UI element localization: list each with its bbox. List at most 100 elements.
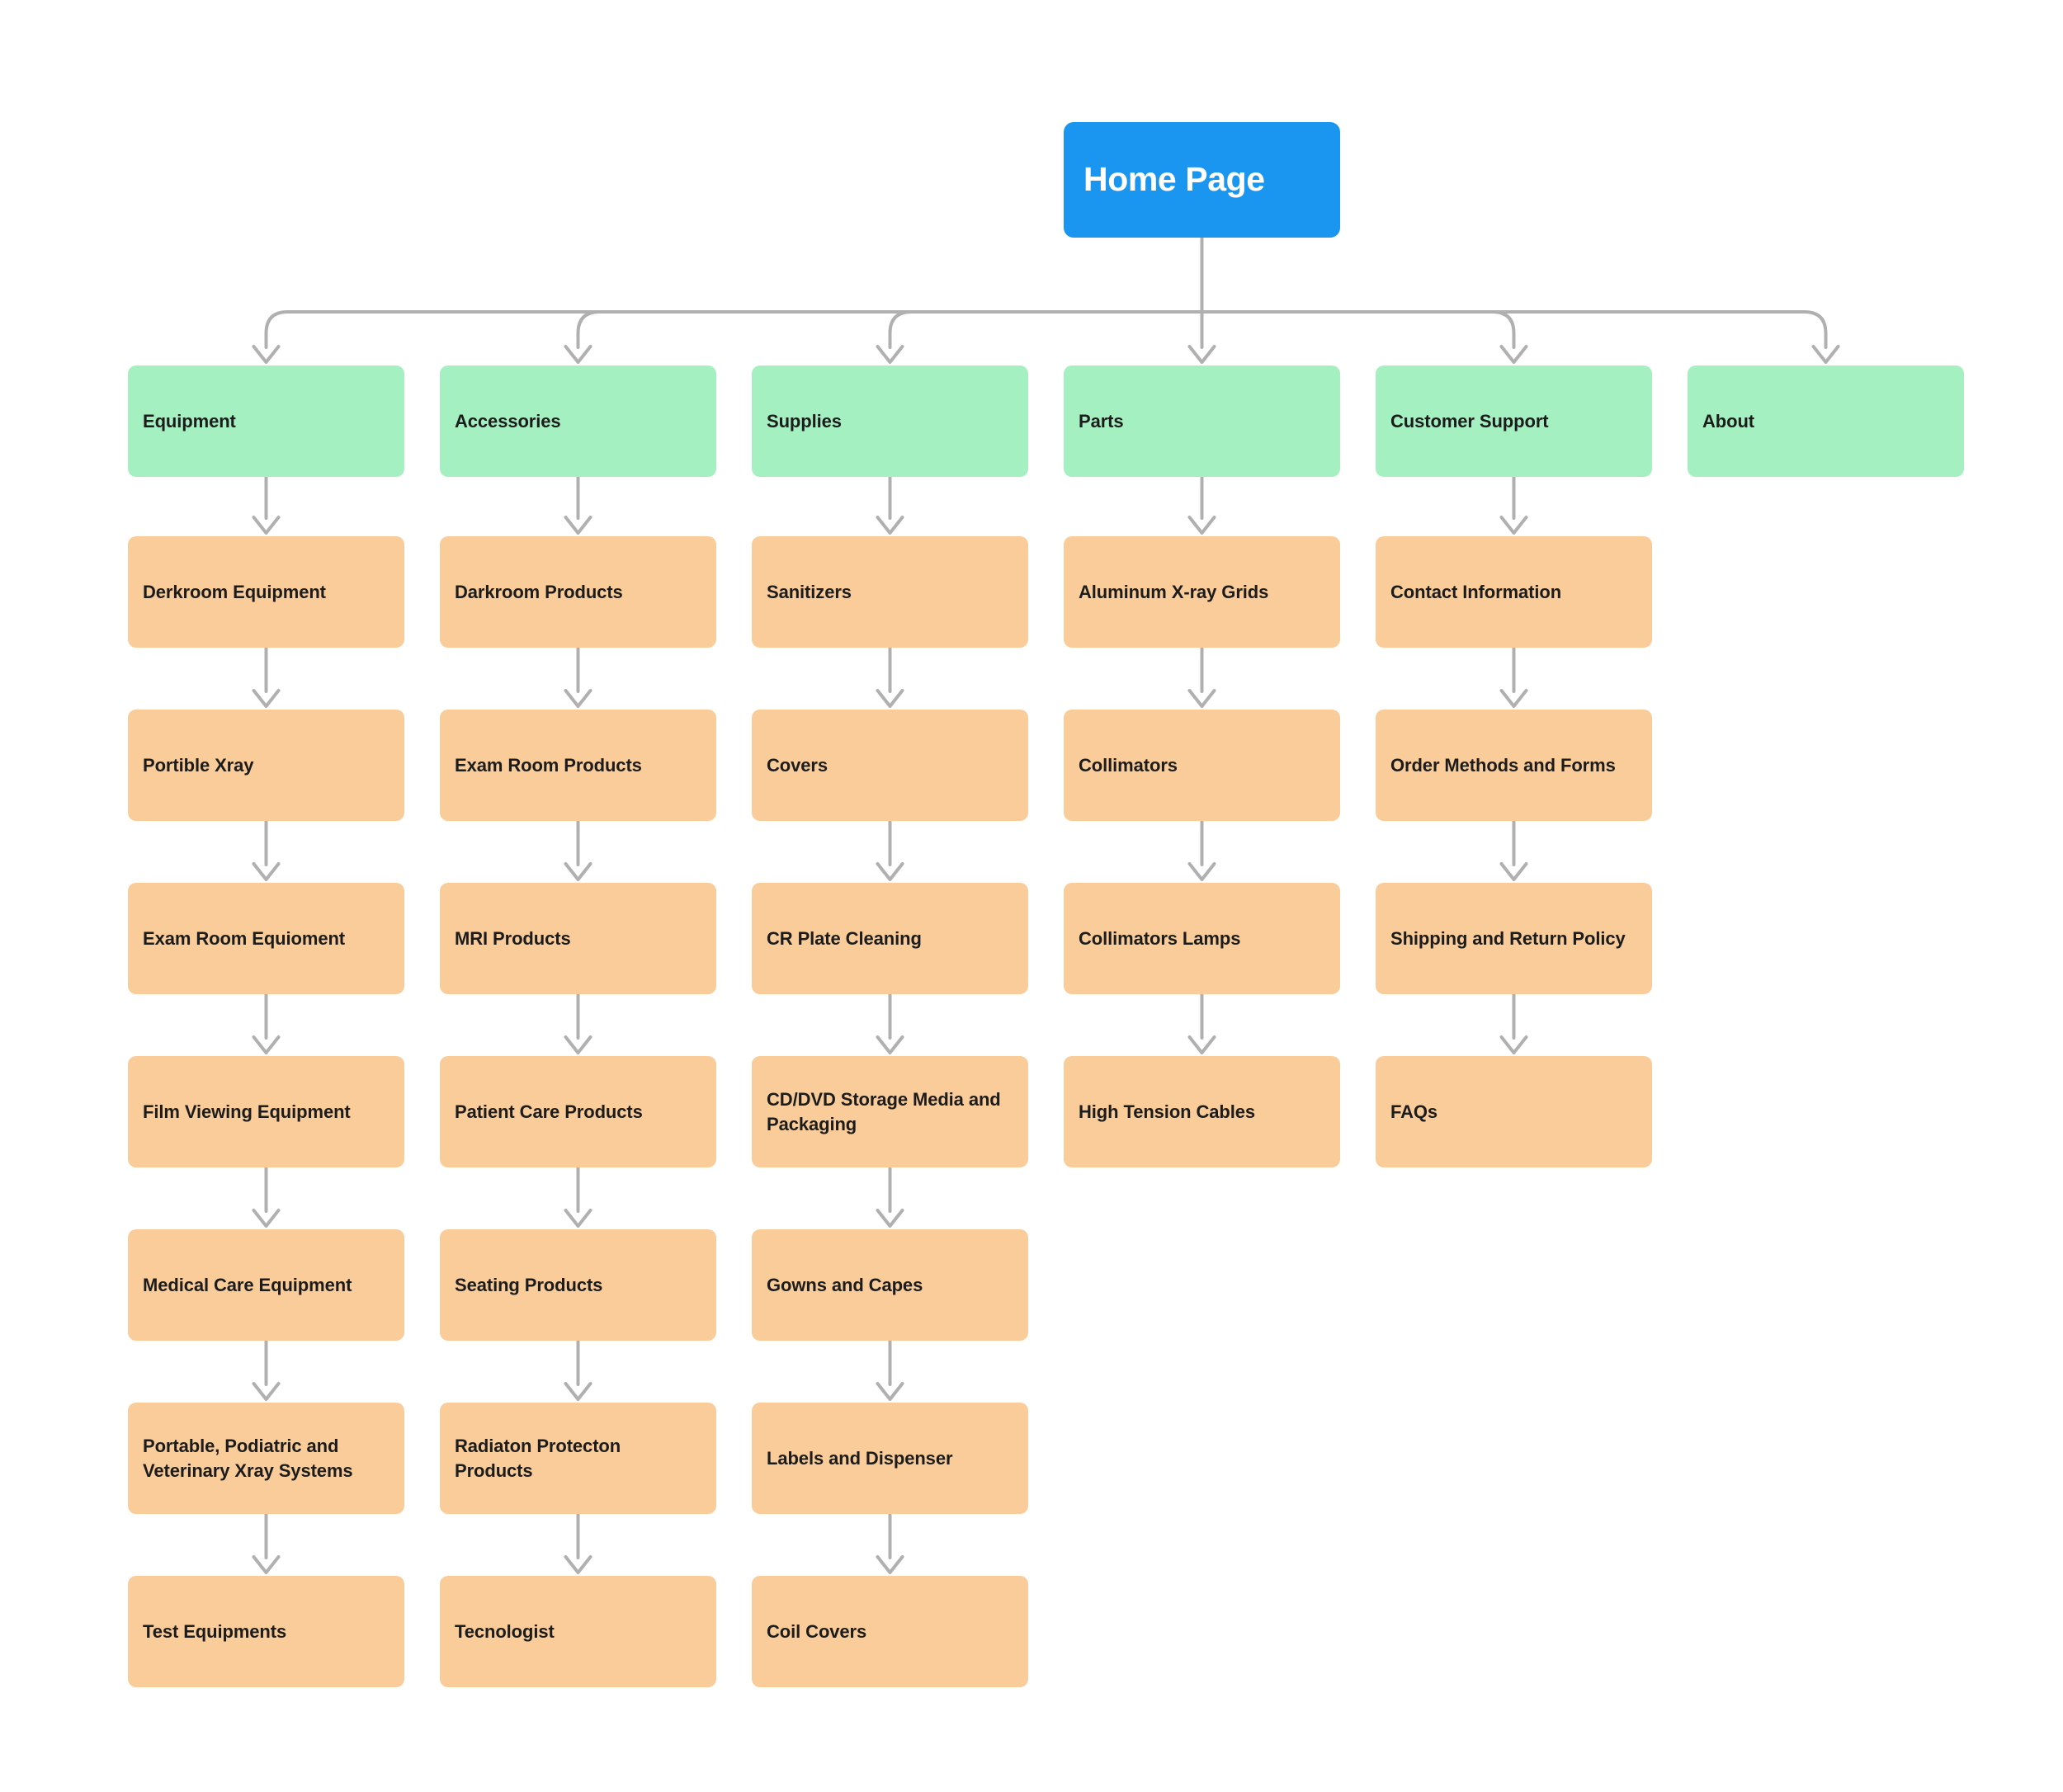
page-node-exam-room-equioment-label: Exam Room Equioment [143, 927, 346, 949]
page-node-covers-label: Covers [767, 754, 828, 776]
arrow-head [876, 862, 904, 881]
arrow-head [252, 1555, 281, 1574]
section-node-equipment[interactable]: Equipment [128, 365, 404, 477]
page-node-darkroom-products-label: Darkroom Products [455, 581, 623, 602]
page-node-labels-and-dispenser[interactable]: Labels and Dispenser [752, 1403, 1028, 1514]
arrow-head [252, 1382, 281, 1401]
arrow-head [1499, 862, 1528, 881]
arrow-head [876, 689, 904, 708]
page-node-order-methods-and-forms[interactable]: Order Methods and Forms [1376, 710, 1652, 821]
page-node-portable-podiatric-and-veterinary-xray-systems-label: Portable, Podiatric and Veterinary Xray … [143, 1436, 353, 1481]
page-node-exam-room-equioment[interactable]: Exam Room Equioment [128, 883, 404, 994]
page-node-radiaton-protecton-products[interactable]: Radiaton Protecton Products [440, 1403, 716, 1514]
arrow-head [252, 1035, 281, 1054]
arrow-head [252, 1209, 281, 1228]
section-node-supplies-label: Supplies [767, 410, 842, 431]
page-node-film-viewing-equipment[interactable]: Film Viewing Equipment [128, 1056, 404, 1167]
page-node-high-tension-cables[interactable]: High Tension Cables [1064, 1056, 1340, 1167]
page-node-exam-room-products-label: Exam Room Products [455, 754, 642, 776]
arrow-head [1187, 345, 1216, 364]
home-page-node-label: Home Page [1083, 160, 1265, 199]
section-node-customer-support[interactable]: Customer Support [1376, 365, 1652, 477]
page-node-aluminum-x-ray-grids[interactable]: Aluminum X-ray Grids [1064, 536, 1340, 648]
section-node-supplies[interactable]: Supplies [752, 365, 1028, 477]
page-node-collimators-lamps[interactable]: Collimators Lamps [1064, 883, 1340, 994]
arrow-head [876, 1382, 904, 1401]
page-node-darkroom-products[interactable]: Darkroom Products [440, 536, 716, 648]
arrow-head [1187, 1035, 1216, 1054]
home-page-node[interactable]: Home Page [1064, 122, 1340, 238]
page-node-mri-products[interactable]: MRI Products [440, 883, 716, 994]
page-node-shipping-and-return-policy-label: Shipping and Return Policy [1390, 927, 1626, 949]
section-node-accessories-label: Accessories [455, 410, 561, 431]
arrow-head [252, 862, 281, 881]
page-node-cd-dvd-storage-media-and-packaging-label: CD/DVD Storage Media and Packaging [767, 1089, 1001, 1134]
page-node-gowns-and-capes[interactable]: Gowns and Capes [752, 1229, 1028, 1341]
page-node-exam-room-products[interactable]: Exam Room Products [440, 710, 716, 821]
page-node-cr-plate-cleaning[interactable]: CR Plate Cleaning [752, 883, 1028, 994]
page-node-aluminum-x-ray-grids-label: Aluminum X-ray Grids [1079, 581, 1269, 602]
page-node-gowns-and-capes-label: Gowns and Capes [767, 1274, 923, 1295]
section-node-accessories[interactable]: Accessories [440, 365, 716, 477]
connector-elbow [576, 310, 1204, 349]
arrow-head [564, 862, 592, 881]
section-node-parts[interactable]: Parts [1064, 365, 1340, 477]
page-node-patient-care-products[interactable]: Patient Care Products [440, 1056, 716, 1167]
page-node-test-equipments[interactable]: Test Equipments [128, 1576, 404, 1687]
page-node-coil-covers-label: Coil Covers [767, 1620, 867, 1642]
arrow-head [1187, 862, 1216, 881]
section-node-about[interactable]: About [1688, 365, 1964, 477]
connector-elbow [1200, 310, 1516, 349]
page-node-labels-and-dispenser-label: Labels and Dispenser [767, 1447, 953, 1469]
page-node-portable-podiatric-and-veterinary-xray-systems[interactable]: Portable, Podiatric and Veterinary Xray … [128, 1403, 404, 1514]
page-node-film-viewing-equipment-label: Film Viewing Equipment [143, 1101, 351, 1122]
arrow-head [1499, 345, 1528, 364]
section-node-equipment-label: Equipment [143, 410, 236, 431]
page-node-medical-care-equipment-label: Medical Care Equipment [143, 1274, 352, 1295]
page-node-radiaton-protecton-products-label: Radiaton Protecton Products [455, 1436, 621, 1481]
page-node-portible-xray-label: Portible Xray [143, 754, 254, 776]
page-node-order-methods-and-forms-label: Order Methods and Forms [1390, 754, 1616, 776]
page-node-derkroom-equipment[interactable]: Derkroom Equipment [128, 536, 404, 648]
section-node-parts-label: Parts [1079, 410, 1124, 431]
arrow-head [252, 345, 281, 364]
arrow-head [564, 1555, 592, 1574]
page-node-covers[interactable]: Covers [752, 710, 1028, 821]
arrow-head [876, 1209, 904, 1228]
page-node-portible-xray[interactable]: Portible Xray [128, 710, 404, 821]
page-node-contact-information-label: Contact Information [1390, 581, 1562, 602]
page-node-tecnologist-label: Tecnologist [455, 1620, 555, 1642]
page-node-sanitizers[interactable]: Sanitizers [752, 536, 1028, 648]
connector-elbow [1200, 310, 1828, 349]
page-node-mri-products-label: MRI Products [455, 927, 571, 949]
page-node-coil-covers[interactable]: Coil Covers [752, 1576, 1028, 1687]
arrow-head [564, 516, 592, 535]
page-node-cr-plate-cleaning-label: CR Plate Cleaning [767, 927, 922, 949]
page-node-sanitizers-label: Sanitizers [767, 581, 852, 602]
page-node-derkroom-equipment-label: Derkroom Equipment [143, 581, 326, 602]
page-node-patient-care-products-label: Patient Care Products [455, 1101, 643, 1122]
page-node-collimators[interactable]: Collimators [1064, 710, 1340, 821]
page-node-medical-care-equipment[interactable]: Medical Care Equipment [128, 1229, 404, 1341]
arrow-head [876, 1035, 904, 1054]
arrow-head [252, 689, 281, 708]
section-node-customer-support-label: Customer Support [1390, 410, 1549, 431]
arrow-head [1187, 516, 1216, 535]
page-node-contact-information[interactable]: Contact Information [1376, 536, 1652, 648]
page-node-collimators-lamps-label: Collimators Lamps [1079, 927, 1241, 949]
page-node-seating-products-label: Seating Products [455, 1274, 603, 1295]
page-node-shipping-and-return-policy[interactable]: Shipping and Return Policy [1376, 883, 1652, 994]
page-node-tecnologist[interactable]: Tecnologist [440, 1576, 716, 1687]
arrow-head [876, 516, 904, 535]
page-node-seating-products[interactable]: Seating Products [440, 1229, 716, 1341]
arrow-head [876, 345, 904, 364]
arrow-head [564, 1209, 592, 1228]
connector-elbow [264, 310, 1204, 349]
arrow-head [564, 689, 592, 708]
page-node-faqs-label: FAQs [1390, 1101, 1438, 1122]
page-node-cd-dvd-storage-media-and-packaging[interactable]: CD/DVD Storage Media and Packaging [752, 1056, 1028, 1167]
page-node-collimators-label: Collimators [1079, 754, 1178, 776]
page-node-faqs[interactable]: FAQs [1376, 1056, 1652, 1167]
page-node-high-tension-cables-label: High Tension Cables [1079, 1101, 1256, 1122]
